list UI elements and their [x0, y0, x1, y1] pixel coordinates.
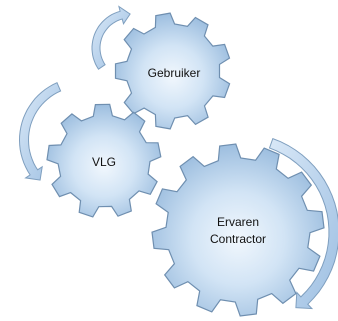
cycle-arrow-top — [91, 5, 131, 70]
gear-label-contractor-line1: Ervaren — [217, 215, 259, 229]
gear-gebruiker — [114, 12, 231, 130]
cycle-arrow-left — [18, 82, 62, 181]
gear-contractor — [151, 143, 325, 317]
gear-vlg — [46, 103, 162, 218]
gear-label-gebruiker: Gebruiker — [148, 66, 201, 80]
gear-label-contractor-line2: Contractor — [210, 232, 266, 246]
cycle-arrow-right — [268, 137, 338, 310]
gear-label-vlg: VLG — [92, 155, 116, 169]
